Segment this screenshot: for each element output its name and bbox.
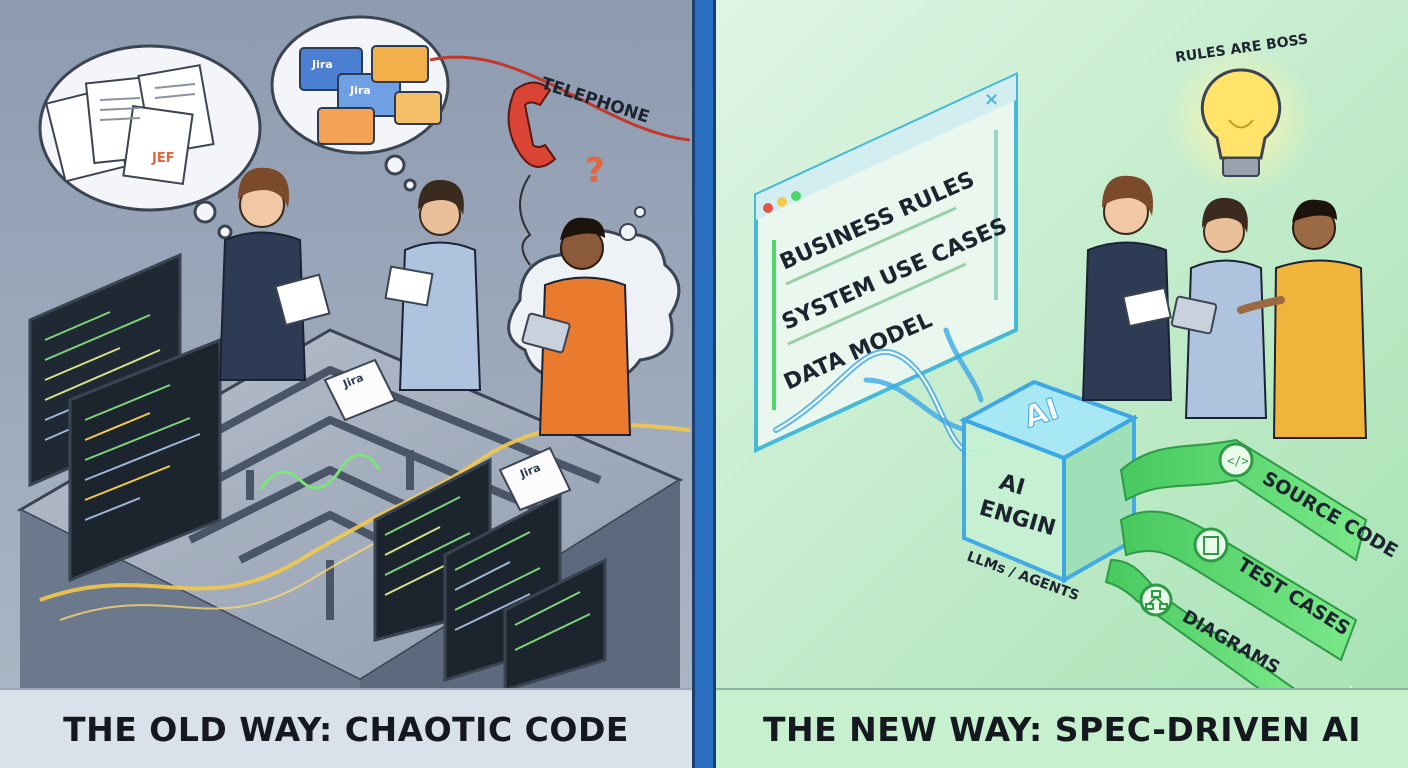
code-icon <box>1218 442 1254 478</box>
tablet-woman-figure <box>1170 197 1268 419</box>
new-way-caption: THE NEW WAY: SPEC-DRIVEN AI <box>763 709 1361 749</box>
jira-card-label: Jira <box>349 84 371 97</box>
old-way-caption: THE OLD WAY: CHAOTIC CODE <box>63 709 629 749</box>
smiling-woman-figure <box>1081 175 1173 401</box>
jira-card-label: Jira <box>311 58 333 71</box>
reading-woman-figure <box>384 179 482 391</box>
document-scribble: JEF <box>151 151 175 166</box>
spec-window: × BUSINESS RULES SYSTEM USE CASES DATA M… <box>754 71 1018 454</box>
question-mark: ? <box>585 151 605 191</box>
code-screen <box>503 557 607 693</box>
jira-thought-bubble: Jira Jira <box>270 15 450 192</box>
old-way-scene: JEF Jira Jira <box>0 0 692 693</box>
confused-man-figure <box>521 217 632 436</box>
panel-divider <box>692 0 716 768</box>
window-close-dot[interactable] <box>763 203 773 213</box>
code-screen <box>68 337 222 583</box>
old-way-panel: JEF Jira Jira <box>0 0 692 768</box>
window-maximize-dot[interactable] <box>791 191 801 201</box>
code-screens <box>28 252 607 693</box>
data-flow-lines <box>773 327 989 456</box>
ai-engine-cube: AI AI ENGIN LLMs / AGENTS <box>959 379 1139 604</box>
window-minimize-dot[interactable] <box>777 197 787 207</box>
jira-card-stack: Jira Jira <box>299 45 442 145</box>
document-icon <box>1193 527 1229 563</box>
old-way-caption-bar: THE OLD WAY: CHAOTIC CODE <box>0 688 692 768</box>
new-way-caption-bar: THE NEW WAY: SPEC-DRIVEN AI <box>716 688 1408 768</box>
document-stack-icon: JEF <box>45 64 215 185</box>
new-way-scene: RULES ARE BOSS × BUSINESS RULES SYSTEM U… <box>716 0 1408 717</box>
new-way-panel: RULES ARE BOSS × BUSINESS RULES SYSTEM U… <box>716 0 1408 768</box>
floating-jira-ticket: Jira <box>323 358 397 422</box>
window-close-icon[interactable]: × <box>984 89 999 110</box>
diagram-icon <box>1139 583 1173 617</box>
svg-text:</>: </> <box>1227 454 1249 468</box>
floating-jira-ticket: Jira <box>498 446 572 512</box>
stressed-woman-figure <box>218 167 331 381</box>
documents-thought-bubble: JEF <box>38 44 262 240</box>
pointing-man-figure <box>1237 199 1368 439</box>
